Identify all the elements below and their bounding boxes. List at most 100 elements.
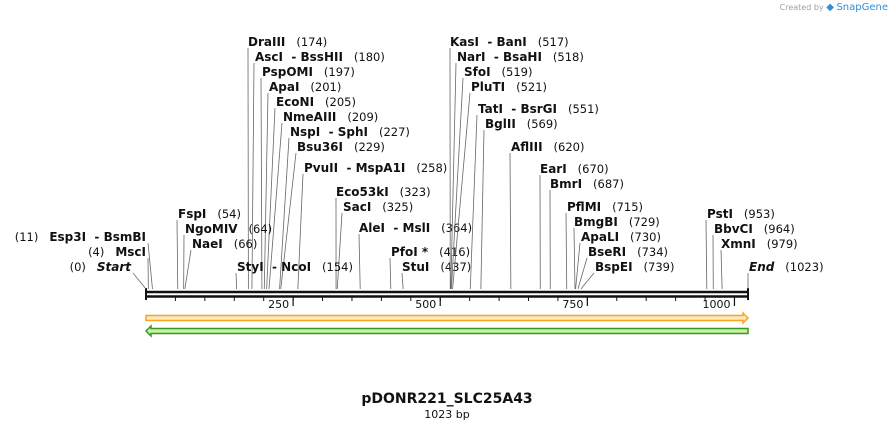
site-name: AflIII: [511, 140, 543, 154]
site-position: (227): [368, 125, 410, 139]
site-label: (11) Esp3I - BsmBI: [15, 230, 146, 244]
site-label: BmrI (687): [550, 177, 624, 191]
site-connector: [573, 227, 576, 290]
site-position: (205): [314, 95, 356, 109]
site-name: BmrI: [550, 177, 582, 191]
site-position: (729): [618, 215, 660, 229]
site-name: NgoMIV: [185, 222, 238, 236]
site-position: (739): [633, 260, 675, 274]
site-connector: [358, 233, 361, 290]
site-name: SacI: [343, 200, 371, 214]
site-name: PspOMI: [262, 65, 313, 79]
site-connector: [184, 249, 192, 290]
site-position: (201): [299, 80, 341, 94]
site-name: BseRI: [588, 245, 626, 259]
site-label: Eco53kI (323): [336, 185, 431, 199]
site-name: MscI: [115, 245, 146, 259]
site-label: PluTI (521): [471, 80, 547, 94]
site-connector: [279, 137, 290, 290]
site-position: (209): [336, 110, 378, 124]
site-label: BmgBI (729): [574, 215, 660, 229]
site-label: (4) MscI: [88, 245, 146, 259]
site-connector: [268, 122, 283, 290]
site-position: (197): [313, 65, 355, 79]
site-name: AleI - MslI: [359, 221, 430, 235]
site-connector: [575, 242, 581, 290]
site-position: (174): [285, 35, 327, 49]
site-position: (416): [428, 245, 470, 259]
site-position: (670): [567, 162, 609, 176]
site-position: (1023): [774, 260, 823, 274]
site-name: StuI: [402, 260, 429, 274]
site-connector: [389, 257, 392, 290]
site-label: PvuII - MspA1I (258): [304, 161, 447, 175]
site-connector: [266, 107, 276, 290]
site-position: (569): [516, 117, 558, 131]
site-name: End: [749, 260, 775, 274]
site-position: (519): [491, 65, 533, 79]
site-position: (325): [371, 200, 413, 214]
site-position: (521): [505, 80, 547, 94]
site-connector: [251, 62, 255, 290]
site-label: PstI (953): [707, 207, 775, 221]
site-position: (715): [601, 200, 643, 214]
site-connector: [147, 242, 153, 290]
site-name: PluTI: [471, 80, 505, 94]
site-name: BbvCI: [714, 222, 753, 236]
site-connector: [176, 219, 179, 290]
site-label: PflMI (715): [567, 200, 643, 214]
site-label: KasI - BanI (517): [450, 35, 569, 49]
site-position: (154): [311, 260, 353, 274]
site-label: ApaI (201): [269, 80, 341, 94]
site-label: StuI (437): [402, 260, 471, 274]
site-name: Bsu36I: [297, 140, 343, 154]
snapgene-credit: Created by ◆ SnapGene: [780, 2, 888, 13]
site-name: ApaLI: [581, 230, 619, 244]
site-label: XmnI (979): [721, 237, 798, 251]
site-name: TatI - BsrGI: [478, 102, 557, 116]
site-label: NgoMIV (64): [185, 222, 272, 236]
site-label: ApaLI (730): [581, 230, 661, 244]
site-name: XmnI: [721, 237, 756, 251]
site-label: Bsu36I (229): [297, 140, 385, 154]
site-label: PspOMI (197): [262, 65, 355, 79]
site-position: (258): [405, 161, 447, 175]
site-name: ApaI: [269, 80, 299, 94]
site-label: BbvCI (964): [714, 222, 795, 236]
site-label: BseRI (734): [588, 245, 668, 259]
site-label: SacI (325): [343, 200, 413, 214]
site-name: DraIII: [248, 35, 285, 49]
site-connector: [401, 272, 404, 290]
site-label: TatI - BsrGI (551): [478, 102, 599, 116]
site-label: PfoI * (416): [391, 245, 470, 259]
credit-brand: SnapGene: [836, 2, 888, 13]
site-name: Start: [97, 260, 132, 274]
site-connector: [451, 77, 464, 290]
site-connector: [509, 152, 512, 290]
snapgene-logo-icon: ◆: [826, 2, 834, 13]
site-position: (64): [238, 222, 273, 236]
site-position: (730): [619, 230, 661, 244]
orange-feature-arrow: [145, 311, 750, 325]
site-name: BglII: [485, 117, 516, 131]
site-label: End (1023): [749, 260, 824, 274]
site-connector: [336, 212, 343, 290]
site-connector: [565, 212, 568, 290]
site-name: Eco53kI: [336, 185, 389, 199]
site-label: EarI (670): [540, 162, 609, 176]
site-position: (979): [756, 237, 798, 251]
site-name: EcoNI: [276, 95, 314, 109]
site-connector: [280, 152, 297, 290]
site-name: NaeI: [192, 237, 223, 251]
site-name: Esp3I - BsmBI: [49, 230, 146, 244]
site-name: EarI: [540, 162, 567, 176]
site-position: (518): [542, 50, 584, 64]
site-label: StyI - NcoI (154): [237, 260, 353, 274]
site-position: (620): [543, 140, 585, 154]
site-label: NspI - SphI (227): [290, 125, 410, 139]
site-position: (66): [223, 237, 258, 251]
site-name: PfoI *: [391, 245, 429, 259]
site-label: AflIII (620): [511, 140, 584, 154]
map-length: 1023 bp: [424, 408, 470, 421]
